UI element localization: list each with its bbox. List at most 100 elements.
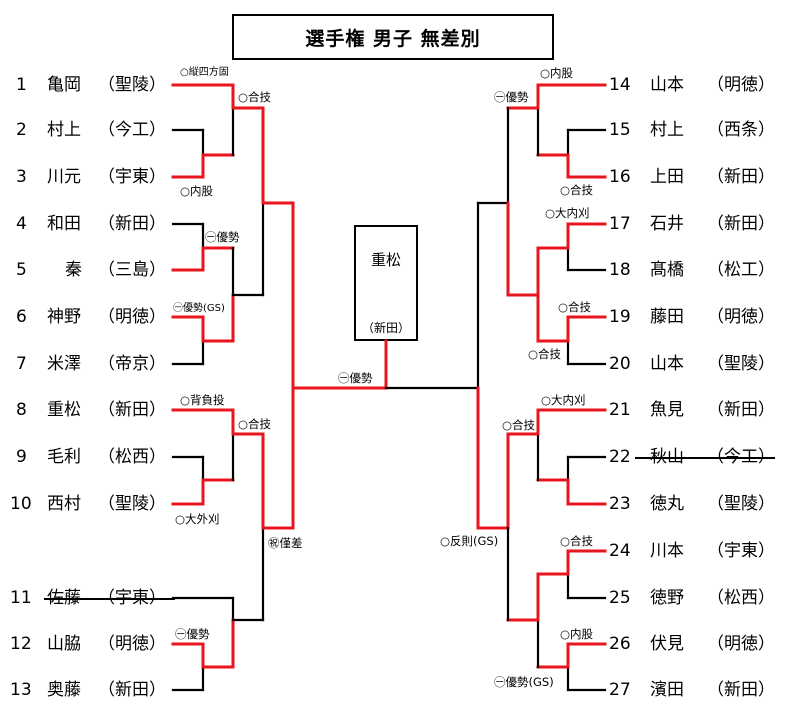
player-name: 山本 — [650, 75, 684, 95]
player-name: 神野 — [47, 307, 81, 327]
match-result-label: ○縦四方固 — [180, 67, 229, 78]
player-school: （聖陵） — [707, 354, 775, 374]
match-result-label: ㊀優勢 — [175, 627, 210, 641]
player-seed: 13 — [10, 680, 32, 700]
player-name: 米澤 — [47, 354, 81, 374]
match-result-label: ○合技 — [558, 300, 592, 314]
player-seed: 23 — [609, 494, 631, 514]
player-name: 山脇 — [47, 634, 81, 654]
player-seed: 25 — [609, 588, 631, 608]
player-seed: 9 — [16, 447, 27, 467]
match-result-label: ○反則(GS) — [440, 534, 499, 548]
player-entry: 9 毛利 （松西） — [0, 443, 175, 471]
player-seed: 26 — [609, 634, 631, 654]
player-name: 奥藤 — [47, 680, 81, 700]
match-result-label: ○合技 — [528, 347, 562, 361]
player-school: （聖陵） — [98, 494, 166, 514]
match-result-label: ○大外刈 — [175, 512, 220, 526]
match-result-label: ㊀優勢 — [205, 230, 240, 244]
player-seed: 14 — [609, 75, 631, 95]
player-entry: 23 徳丸 （聖陵） — [605, 490, 793, 518]
player-school: （明徳） — [98, 307, 166, 327]
player-entry: 6 神野 （明徳） — [0, 303, 175, 331]
player-seed: 17 — [609, 214, 631, 234]
player-school: （聖陵） — [707, 494, 775, 514]
player-name: 徳丸 — [650, 494, 684, 514]
player-school: （松西） — [98, 447, 166, 467]
player-seed: 27 — [609, 680, 631, 700]
player-school: （宇東） — [98, 167, 166, 187]
player-name: 魚見 — [650, 400, 684, 420]
match-result-label: ○合技 — [238, 90, 272, 104]
player-name: 秦 — [65, 260, 82, 280]
withdrawn-strike — [635, 457, 775, 459]
player-name: 毛利 — [47, 447, 81, 467]
player-school: （明徳） — [707, 75, 775, 95]
match-result-label: ○内股 — [180, 184, 214, 198]
champion-name: 重松 — [370, 251, 401, 269]
player-seed: 6 — [16, 307, 27, 327]
player-school: （明徳） — [707, 634, 775, 654]
player-name: 髙橋 — [650, 260, 684, 280]
player-school: （新田） — [707, 214, 775, 234]
player-entry: 12 山脇 （明徳） — [0, 630, 175, 658]
match-result-label: ㊀優勢 — [494, 90, 529, 104]
player-seed: 7 — [16, 354, 27, 374]
player-entry: 18 髙橋 （松工） — [605, 256, 793, 284]
player-entry: 7 米澤 （帝京） — [0, 350, 175, 378]
player-school: （新田） — [707, 400, 775, 420]
player-seed: 12 — [10, 634, 32, 654]
player-name: 徳野 — [650, 588, 684, 608]
player-name: 藤田 — [650, 307, 684, 327]
player-seed: 11 — [10, 588, 32, 608]
player-entry: 14 山本 （明徳） — [605, 71, 793, 99]
player-name: 亀岡 — [47, 75, 81, 95]
player-name: 石井 — [650, 214, 684, 234]
player-name: 川本 — [650, 541, 684, 561]
match-result-label: ○大内刈 — [545, 206, 590, 220]
player-school: （西条） — [707, 120, 775, 140]
player-school: （明徳） — [98, 634, 166, 654]
player-seed: 18 — [609, 260, 631, 280]
player-school: （明徳） — [707, 307, 775, 327]
player-seed: 3 — [16, 167, 27, 187]
player-name: 村上 — [47, 120, 81, 140]
player-seed: 21 — [609, 400, 631, 420]
player-school: （三島） — [98, 260, 166, 280]
withdrawn-strike — [44, 598, 175, 600]
player-seed: 20 — [609, 354, 631, 374]
player-entry: 21 魚見 （新田） — [605, 396, 793, 424]
player-entry: 17 石井 （新田） — [605, 210, 793, 238]
player-seed: 16 — [609, 167, 631, 187]
match-result-label: ㊀優勢(GS) — [494, 675, 554, 689]
player-name: 重松 — [47, 400, 81, 420]
match-result-label: ○内股 — [540, 66, 574, 80]
player-school: （松工） — [707, 260, 775, 280]
player-name: 濱田 — [650, 680, 684, 700]
player-seed: 1 — [16, 75, 27, 95]
player-school: （宇東） — [707, 541, 775, 561]
match-result-label: ○合技 — [560, 183, 594, 197]
match-result-label: ○背負投 — [180, 393, 225, 407]
player-seed: 8 — [16, 400, 27, 420]
player-school: （帝京） — [98, 354, 166, 374]
player-seed: 10 — [10, 494, 32, 514]
match-result-label: ○合技 — [502, 418, 536, 432]
player-school: （新田） — [707, 167, 775, 187]
player-school: （今工） — [98, 120, 166, 140]
